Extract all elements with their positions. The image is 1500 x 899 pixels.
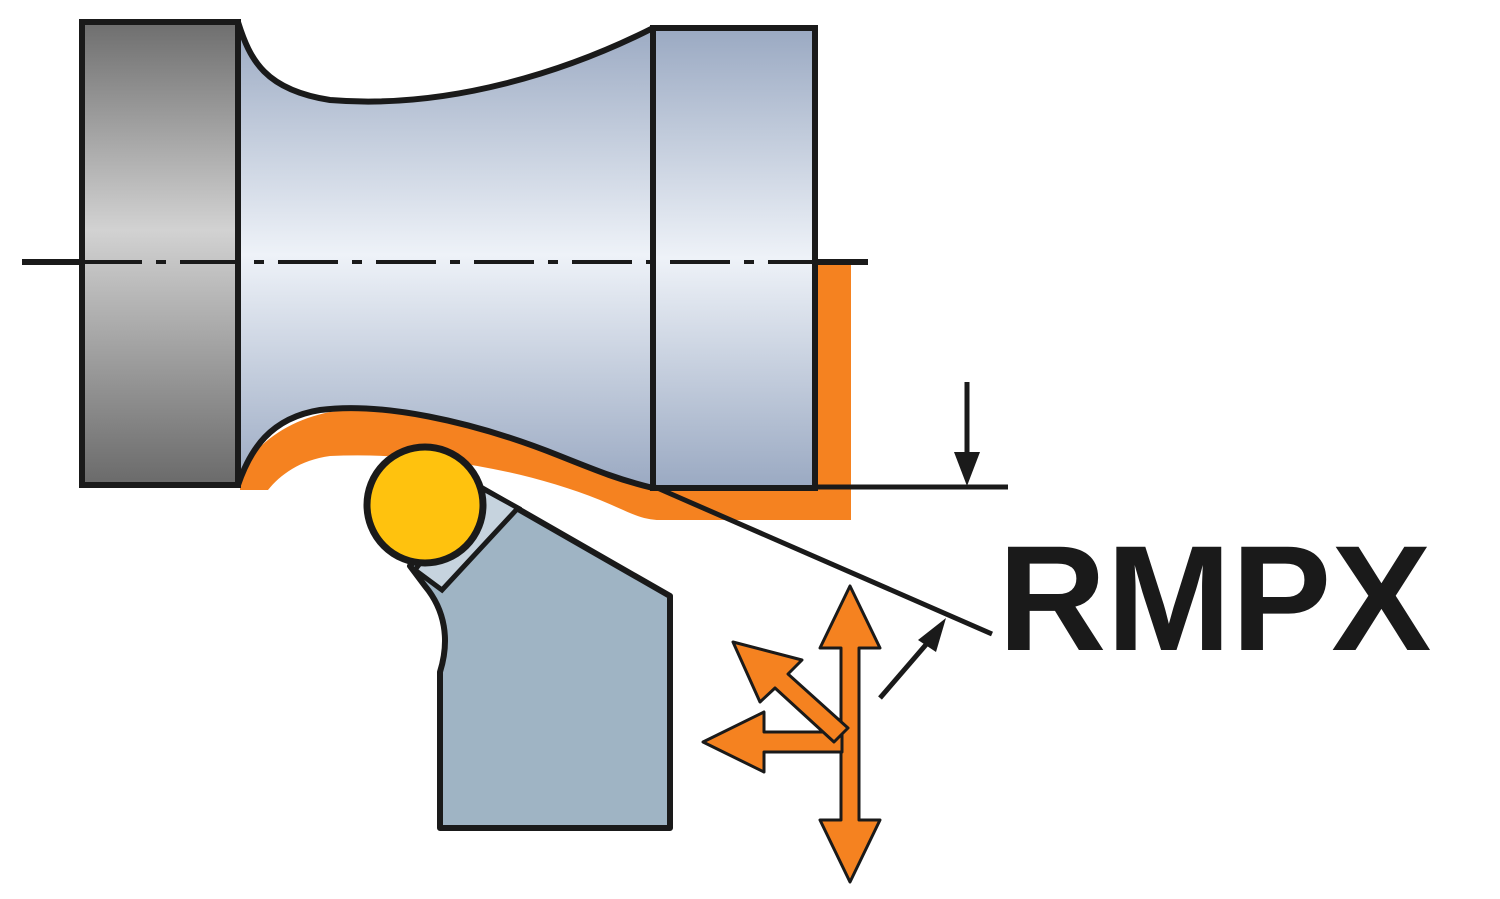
round-insert (363, 443, 487, 567)
horizontal-feed-arrow (701, 710, 844, 774)
stock-allowance (240, 262, 851, 520)
vertical-feed-arrow (818, 584, 882, 884)
tangent-line (654, 484, 993, 637)
workpiece-body (235, 19, 656, 491)
diagonal-feed-arrow (731, 640, 850, 744)
down-arrow-icon (954, 382, 980, 486)
angle-arrow-icon (878, 618, 946, 700)
insert-code-label: RMPX (998, 514, 1431, 682)
chuck-block (79, 19, 241, 488)
contour-allowance (240, 409, 851, 520)
tool-holder (407, 483, 673, 831)
workpiece-collar (650, 25, 818, 491)
four-way-feed-arrows-icon (701, 584, 882, 884)
face-allowance-strip (815, 262, 851, 520)
